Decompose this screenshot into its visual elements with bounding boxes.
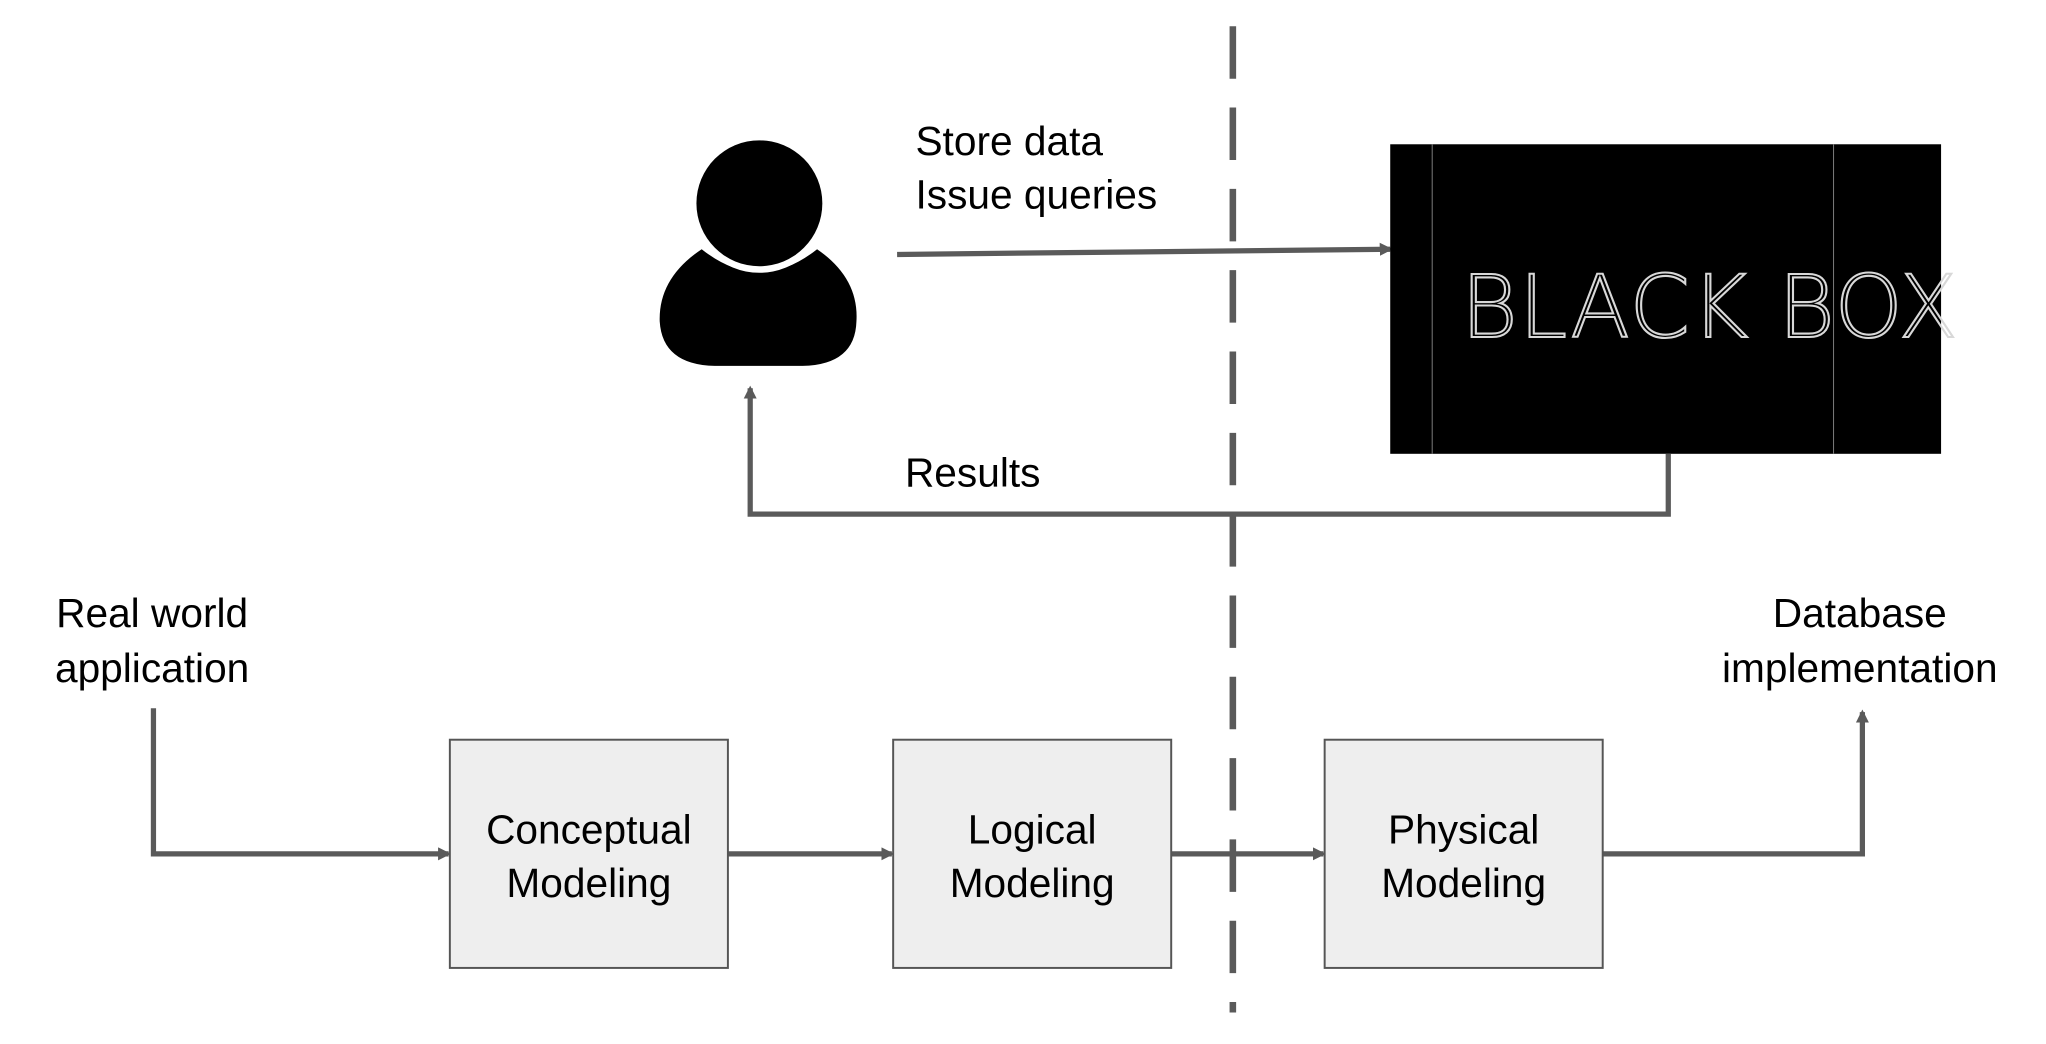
end-label-line2: implementation <box>1722 645 1998 691</box>
stage-label-line1: Logical <box>968 806 1097 852</box>
person-icon <box>659 133 857 366</box>
stage-label-line1: Physical <box>1388 806 1539 852</box>
request-label-line2: Issue queries <box>915 172 1157 218</box>
black-box-label: BLACK BOX <box>1461 258 1959 358</box>
stage-logical-modeling: Logical Modeling <box>892 738 1173 969</box>
stage-label-line2: Modeling <box>950 860 1115 906</box>
results-label: Results <box>905 450 1041 496</box>
stage-label-line2: Modeling <box>506 860 671 906</box>
start-arrow <box>150 708 452 861</box>
black-box: BLACK BOX <box>1390 144 1959 454</box>
stage-label-line2: Modeling <box>1381 860 1546 906</box>
end-arrow <box>1602 709 1869 857</box>
stage-label-line1: Conceptual <box>486 806 692 852</box>
results-arrow <box>743 385 1671 517</box>
request-arrow <box>897 242 1393 258</box>
stage-physical-modeling: Physical Modeling <box>1323 738 1604 969</box>
start-label-line1: Real world <box>56 590 248 636</box>
stage-conceptual-modeling: Conceptual Modeling <box>448 738 729 969</box>
end-label-line1: Database <box>1773 590 1947 636</box>
start-label-line2: application <box>55 645 249 691</box>
request-label-line1: Store data <box>915 118 1103 164</box>
